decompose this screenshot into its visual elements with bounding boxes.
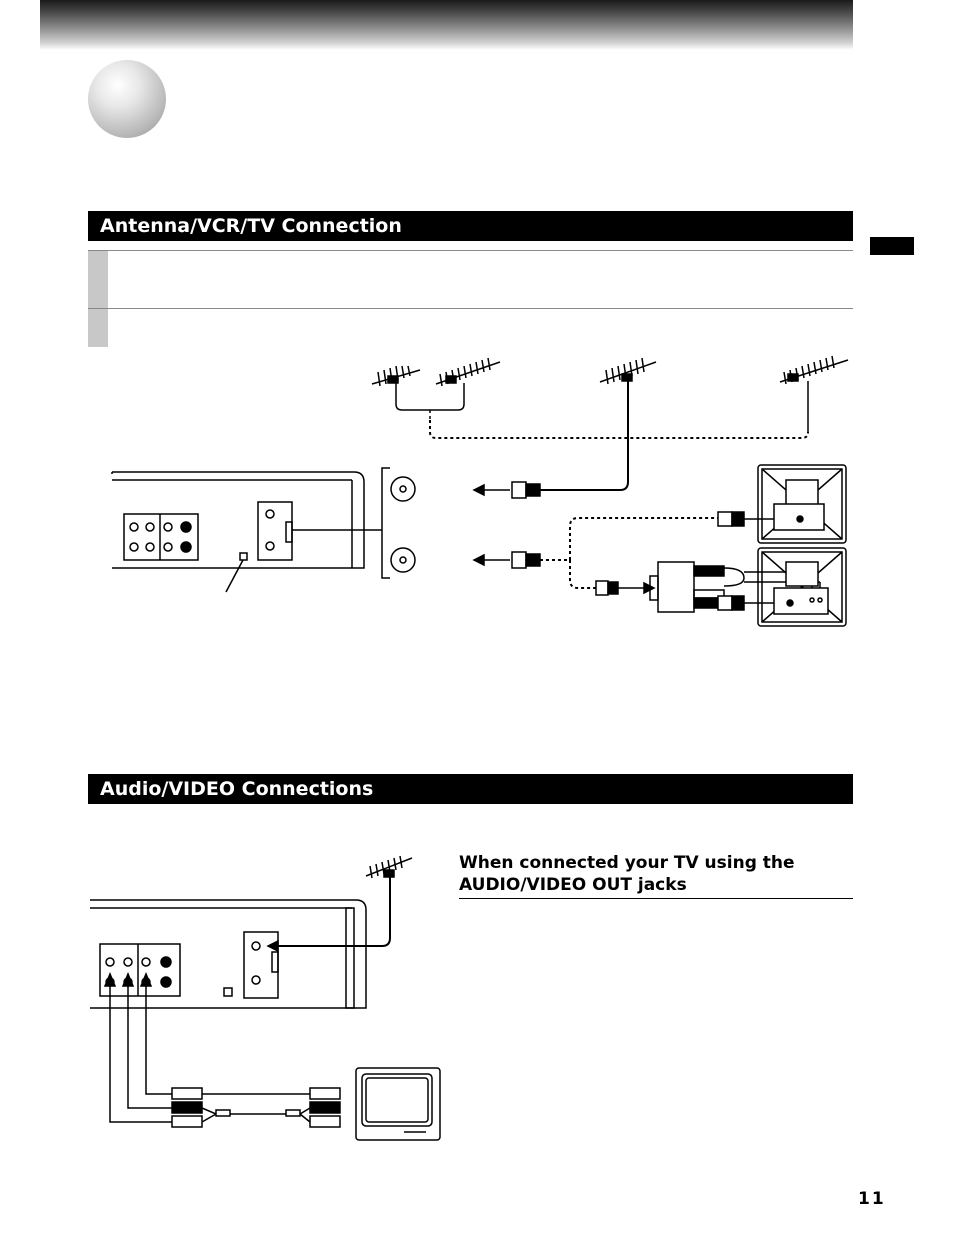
tv-icon [757, 547, 847, 627]
coax-plug-icon [511, 551, 541, 569]
section-title-antenna: Antenna/VCR/TV Connection [88, 211, 853, 241]
rca-plug-icon [309, 1087, 341, 1128]
antenna-icon [435, 357, 501, 387]
step-marker-2 [88, 309, 108, 347]
page-number: 11 [858, 1189, 886, 1209]
antenna-icon [599, 357, 657, 385]
coax-plug-icon [595, 580, 619, 596]
step-divider [88, 250, 853, 251]
chapter-tab [870, 237, 914, 255]
vcr-back-panel-icon [90, 899, 367, 1009]
antenna-connection-diagram [111, 355, 849, 627]
subheading-line-1: When connected your TV using the [459, 853, 795, 873]
antenna-icon [365, 855, 413, 879]
header-band [40, 0, 853, 50]
section-sphere-icon [88, 60, 166, 138]
antenna-icon [779, 355, 849, 385]
step-divider [88, 308, 853, 309]
tv-icon [355, 1067, 441, 1141]
tv-icon [757, 464, 847, 544]
vcr-back-panel-icon [111, 471, 365, 593]
section-title-audio-video: Audio/VIDEO Connections [88, 774, 853, 804]
coax-plug-icon [511, 481, 541, 499]
subheading-line-2: AUDIO/VIDEO OUT jacks [459, 875, 687, 895]
rca-plug-icon [171, 1087, 203, 1128]
audio-video-out-subheading: When connected your TV using the AUDIO/V… [459, 852, 853, 899]
antenna-icon [371, 365, 421, 387]
coax-plug-icon [717, 511, 745, 611]
audio-video-connection-diagram [90, 855, 441, 1141]
step-marker-1 [88, 251, 108, 308]
steps-block [88, 250, 853, 347]
